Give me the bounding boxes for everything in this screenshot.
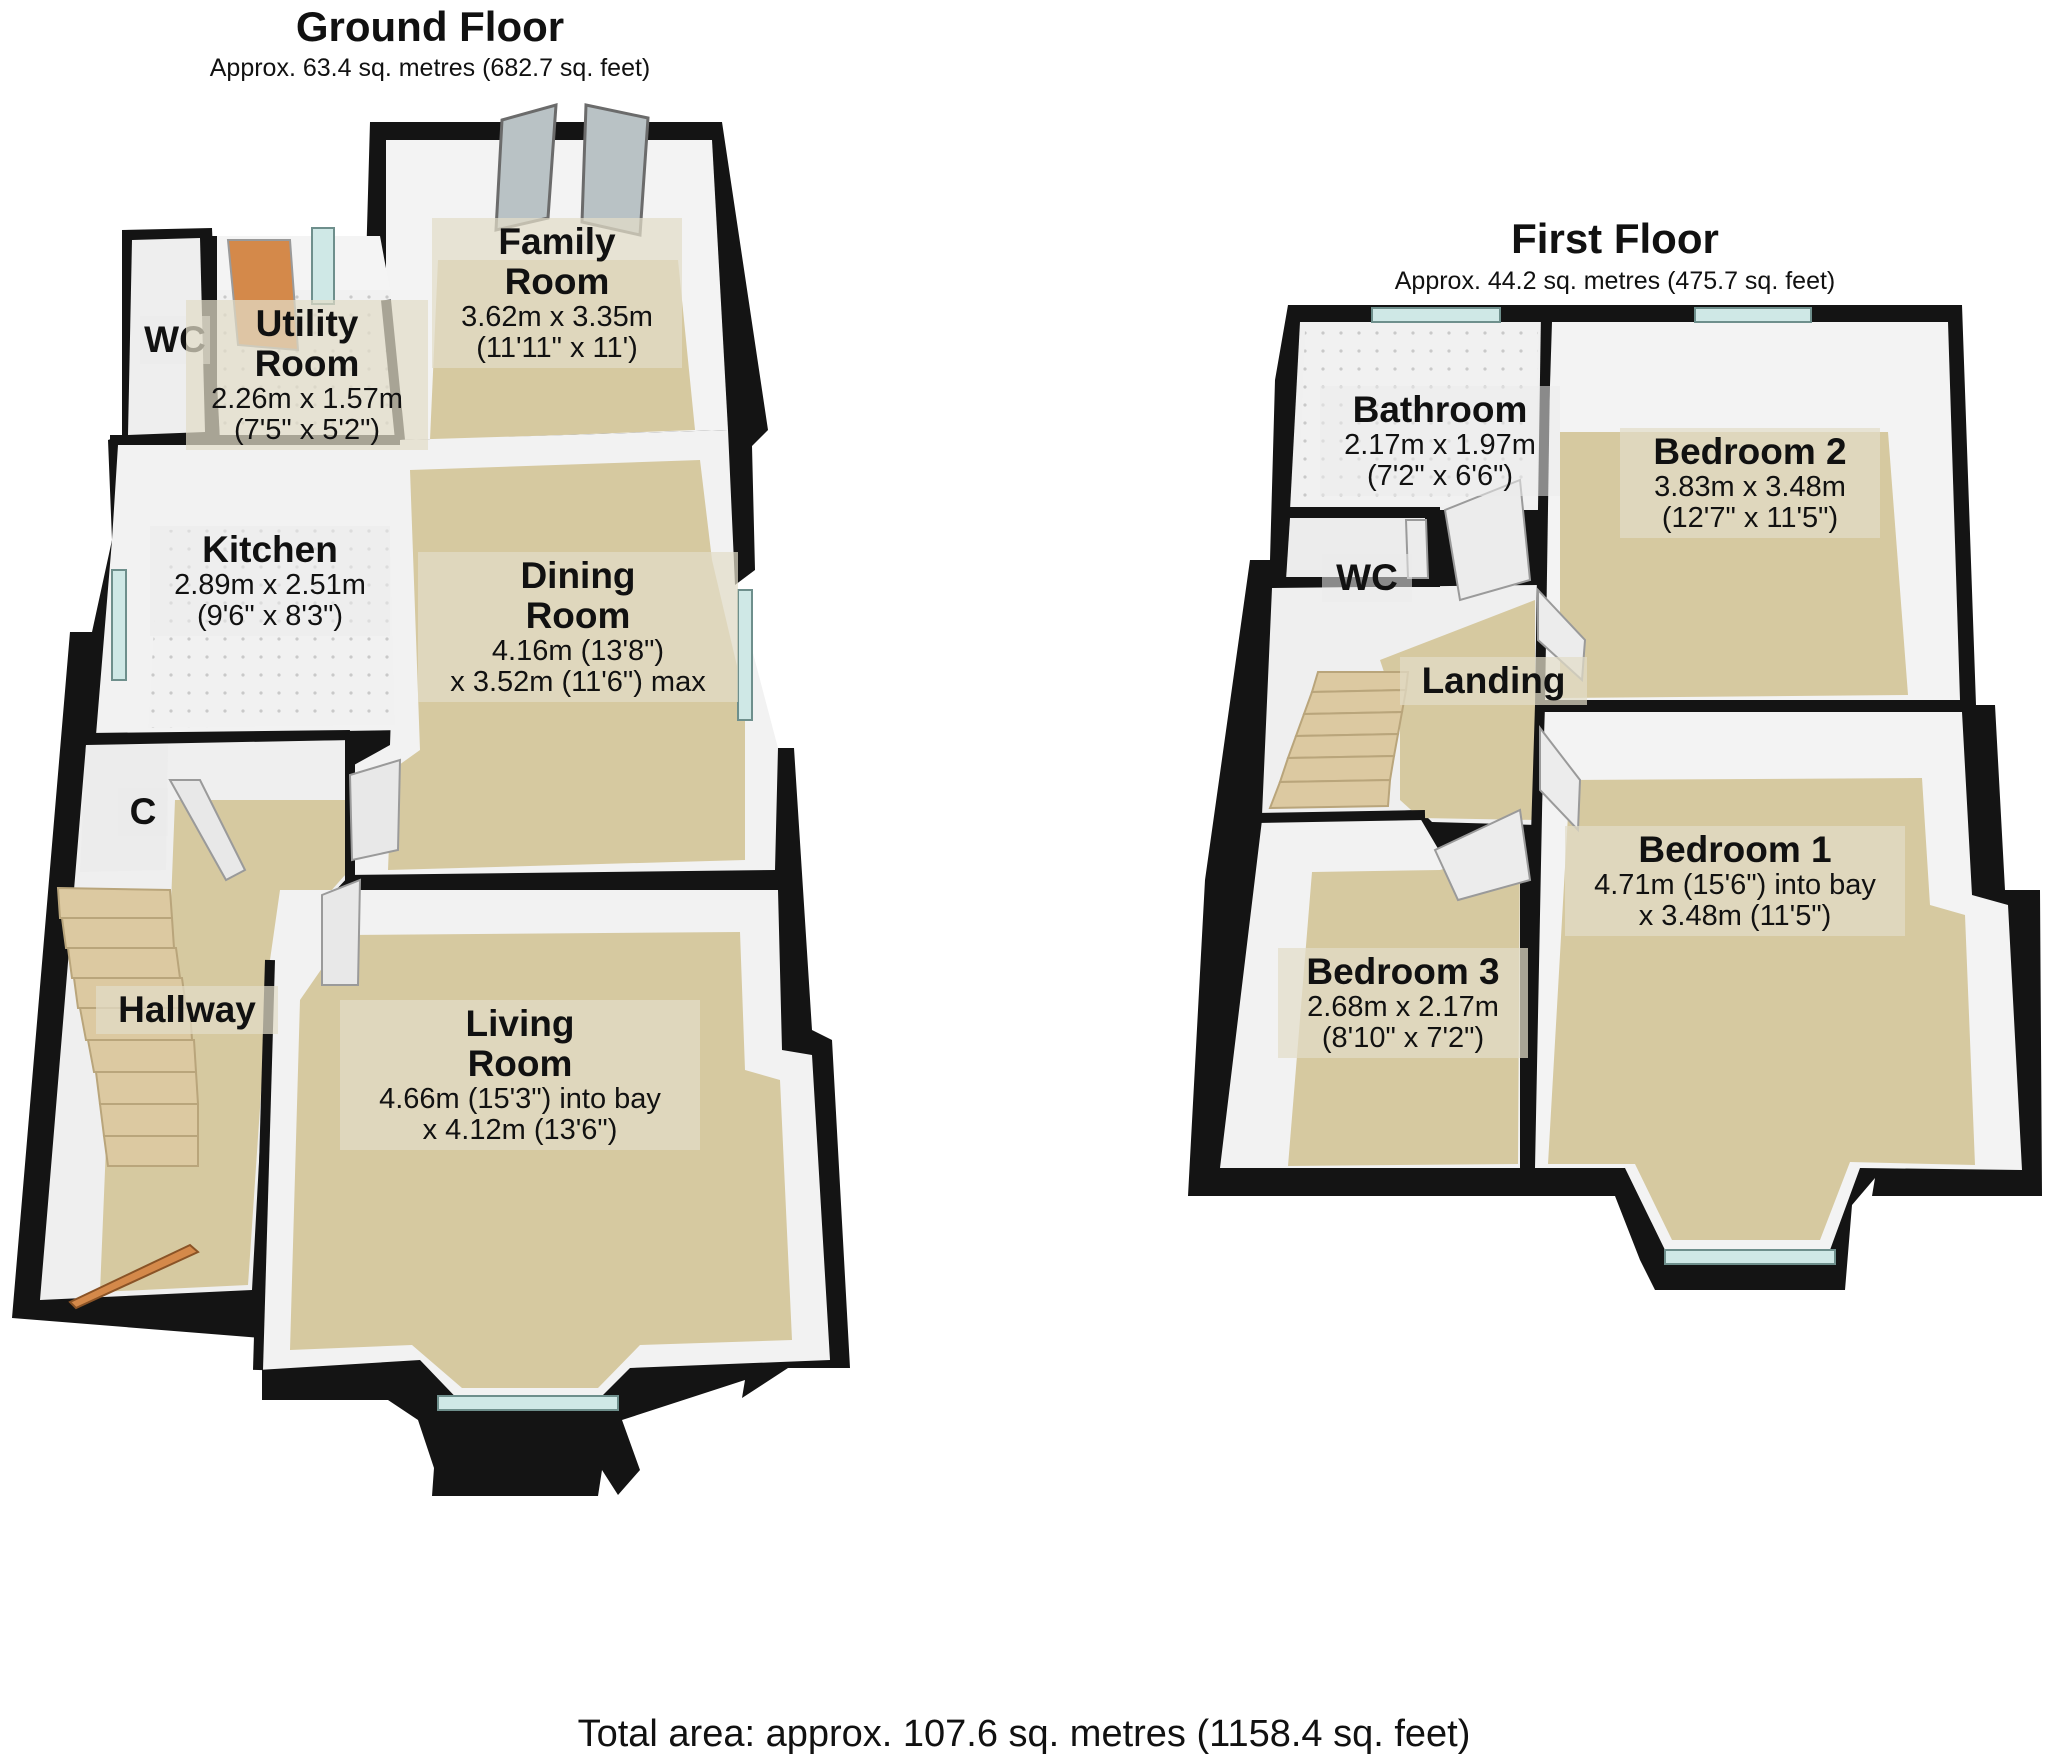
first-wc-label: WC [1322,554,1412,602]
landing-floor [1380,600,1535,820]
first-stairs [1268,671,1410,810]
utility-room-label: Utility Room 2.26m x 1.57m (7'5" x 5'2") [186,300,428,450]
french-doors [494,102,650,237]
dining-room-label: Dining Room 4.16m (13'8") x 3.52m (11'6"… [418,552,738,702]
living-room-label: Living Room 4.66m (15'3") into bay x 4.1… [340,1000,700,1150]
family-room-label: Family Room 3.62m x 3.35m (11'11" x 11') [432,218,682,368]
bedroom-3-label: Bedroom 3 2.68m x 2.17m (8'10" x 7'2") [1278,948,1528,1058]
bedroom-2-label: Bedroom 2 3.83m x 3.48m (12'7" x 11'5") [1620,428,1880,538]
ground-windows [111,227,753,1411]
first-floor-area: Approx. 44.2 sq. metres (475.7 sq. feet) [1394,267,1836,295]
first-floor-plan [1188,305,2042,1290]
ground-floor-title: Ground Floor [295,3,565,50]
bedroom-1-label: Bedroom 1 4.71m (15'6") into bay x 3.48m… [1565,826,1905,936]
bedroom-1-bay-window [1664,1249,1836,1265]
cupboard-label: C [118,788,168,836]
bedroom-2-window [1694,307,1812,323]
bathroom-window [1371,307,1501,323]
total-area: Total area: approx. 107.6 sq. metres (11… [577,1713,1471,1755]
kitchen-label: Kitchen 2.89m x 2.51m (9'6" x 8'3") [150,526,390,636]
front-door [68,1243,200,1310]
ground-floor-area: Approx. 63.4 sq. metres (682.7 sq. feet) [209,54,651,82]
bathroom-label: Bathroom 2.17m x 1.97m (7'2" x 6'6") [1320,386,1560,496]
landing-label: Landing [1400,657,1587,705]
first-floor-title: First Floor [1511,215,1719,262]
hallway-label: Hallway [96,986,278,1034]
ground-internal-doors [168,239,402,986]
first-internal-doors [1404,478,1587,902]
